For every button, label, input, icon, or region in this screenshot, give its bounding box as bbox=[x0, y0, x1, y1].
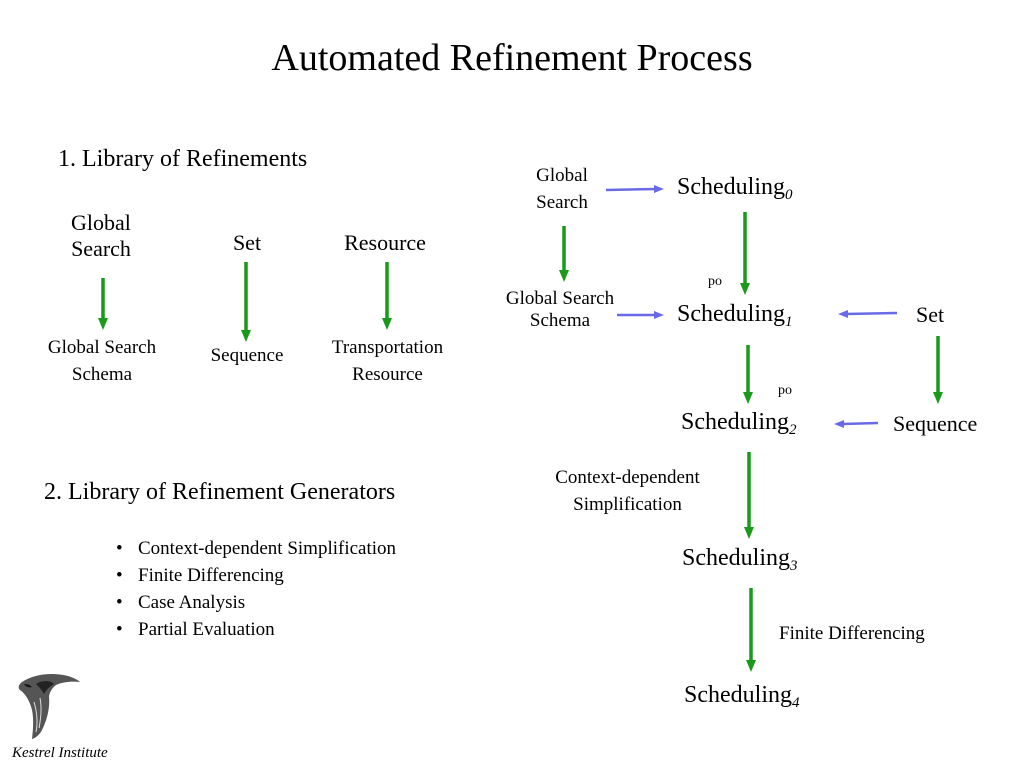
blue-arrow-head bbox=[834, 420, 844, 428]
blue-arrow bbox=[605, 187, 657, 192]
green-arrow-head bbox=[744, 527, 754, 539]
generator-item: Finite Differencing bbox=[116, 562, 396, 589]
lib-transportation-resource-label: Transportation Resource bbox=[331, 337, 444, 385]
flow-sequence-label: Sequence bbox=[893, 411, 978, 436]
lib-sequence-label: Sequence bbox=[210, 345, 284, 366]
lib-resource-label: Resource bbox=[344, 230, 426, 255]
green-arrow-head bbox=[740, 283, 750, 295]
scheduling-3: Scheduling3 bbox=[682, 545, 798, 574]
flow-set-label: Set bbox=[916, 302, 945, 327]
green-arrow-head bbox=[746, 660, 756, 672]
blue-arrow-head bbox=[654, 311, 664, 319]
lib-set-label: Set bbox=[232, 230, 262, 255]
kestrel-bird-logo bbox=[18, 674, 80, 739]
finite-differencing-label: Finite Differencing bbox=[779, 623, 925, 644]
generator-item: Context-dependent Simplification bbox=[116, 535, 396, 562]
context-dependent-simplification-label: Context-dependent Simplification bbox=[555, 467, 700, 515]
green-arrow-head bbox=[743, 392, 753, 404]
generator-item: Partial Evaluation bbox=[116, 616, 396, 643]
blue-arrow bbox=[845, 311, 898, 316]
scheduling-0: Scheduling0 bbox=[677, 174, 793, 203]
blue-arrow-head bbox=[654, 185, 664, 193]
flow-global-search-schema-label: Global Search Schema bbox=[505, 288, 615, 331]
green-arrow-head bbox=[382, 318, 392, 330]
generator-item: Case Analysis bbox=[116, 589, 396, 616]
lib-global-search-schema-label: Global Search Schema bbox=[47, 337, 157, 385]
generators-list: Context-dependent Simplification Finite … bbox=[116, 535, 396, 643]
library-refinements-heading: 1. Library of Refinements bbox=[58, 146, 308, 172]
green-arrow-head bbox=[559, 270, 569, 282]
po-label-1: po bbox=[708, 274, 722, 289]
scheduling-1: Scheduling1 bbox=[677, 301, 793, 330]
green-arrow-head bbox=[98, 318, 108, 330]
page-title: Automated Refinement Process bbox=[271, 37, 753, 79]
green-arrow-head bbox=[241, 330, 251, 342]
footer-institute: Kestrel Institute bbox=[12, 745, 108, 761]
blue-arrow bbox=[841, 421, 879, 426]
flow-global-search-label: Global Search bbox=[536, 165, 588, 213]
scheduling-2: Scheduling2 bbox=[681, 409, 797, 438]
library-generators-heading: 2. Library of Refinement Generators bbox=[44, 479, 396, 505]
blue-arrow-head bbox=[838, 310, 848, 318]
scheduling-4: Scheduling4 bbox=[684, 682, 800, 711]
po-label-2: po bbox=[778, 383, 792, 398]
green-arrow-head bbox=[933, 392, 943, 404]
lib-global-search-label: Global Search bbox=[71, 210, 131, 261]
